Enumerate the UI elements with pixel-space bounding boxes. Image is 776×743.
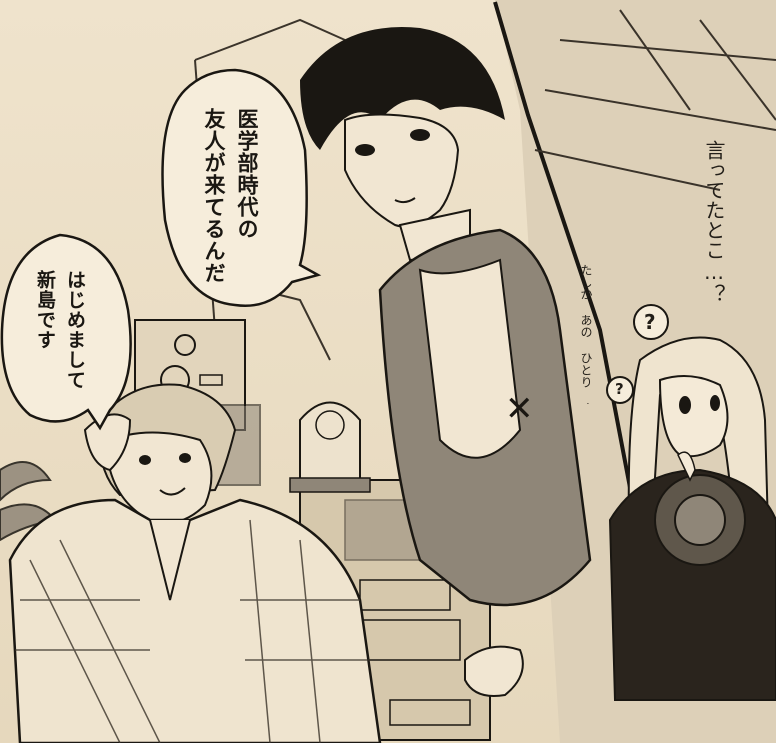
- dome-clock: [289, 401, 371, 493]
- speech-bubble-intro-shape: [0, 233, 132, 431]
- speech-bubble-main-text: 医学部時代の 友人が来てるんだ: [202, 108, 259, 284]
- plaid-man: [8, 383, 382, 743]
- svg-text:✕: ✕: [505, 389, 534, 429]
- ceiling-grid: [534, 9, 776, 191]
- speech-bubble-intro-text: はじめまして 新島です: [34, 270, 86, 390]
- whisper-text: たしか あの ひとり ぐらしの すずめ…: [579, 264, 593, 404]
- question-bubbles: [606, 304, 669, 404]
- thought-text: 言ってたとこ…？: [702, 140, 726, 304]
- question-mark-2: ?: [615, 380, 624, 398]
- question-mark-1: ?: [644, 310, 656, 334]
- speech-bubble-main-shape: [161, 68, 322, 307]
- girl: [608, 336, 776, 701]
- tall-man: ✕: [300, 27, 592, 697]
